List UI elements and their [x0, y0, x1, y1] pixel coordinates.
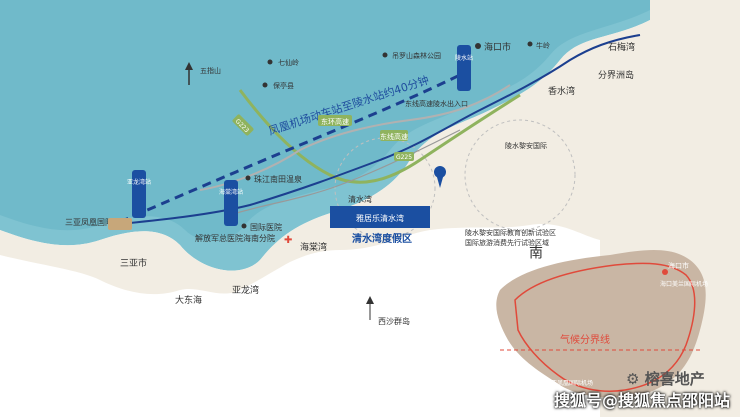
qixianling-label: 七仙岭 [278, 58, 299, 67]
station-a-label: 亚龙湾站 [127, 178, 151, 186]
haikou-top-label: 海口市 [484, 41, 511, 53]
inset-sanya-label: 三亚市 [520, 386, 538, 394]
watermark: 搜狐号@搜狐焦点邵阳站 [553, 391, 730, 410]
inset-sanya-airport-label: 三亚凤凰国际机场 [545, 379, 593, 387]
north-arrow [185, 62, 193, 85]
fenjie-island-label: 分界洲岛 [598, 69, 634, 81]
xiangshui-bay-label: 香水湾 [548, 85, 575, 97]
haitang-bay-label: 海棠湾 [300, 241, 327, 253]
brand-logo: ⚙ 榕喜地产 [626, 368, 705, 389]
east-line-label: 东线高速 [380, 132, 408, 141]
pla-hospital-label: 解放军总医院海南分院 [195, 233, 275, 243]
airport-icon [108, 218, 132, 230]
dadonghai-label: 大东海 [175, 294, 202, 306]
g225-tag [394, 152, 414, 161]
inset-rail-loop [514, 262, 696, 392]
g223-road [229, 129, 461, 216]
intl-hospital-marker [241, 223, 247, 229]
g225-label: G225 [396, 154, 412, 161]
climate-line-label: 气候分界线 [560, 333, 610, 346]
zone-circle-east [464, 119, 576, 231]
project-sign-label: 雅居乐清水湾 [356, 213, 404, 223]
qingshui-bay-label: 清水湾 [348, 194, 372, 204]
niuling-label: 牛岭 [536, 41, 550, 50]
station-badge-a[interactable]: 亚龙湾站 [127, 170, 151, 218]
project-location-pin[interactable] [434, 166, 446, 188]
zone-label-1: 陵水黎安国际 [505, 141, 547, 150]
diaoluo-label: 吊罗山森林公园 [392, 51, 441, 60]
qixianling-marker [267, 59, 273, 65]
ring-expressway-label: 东环高速 [321, 117, 349, 126]
station-c-label: 陵水站 [455, 54, 473, 62]
g223-tag [232, 114, 254, 136]
zhujiang-marker [245, 175, 251, 181]
inset-haikou-airport-label: 海口美兰国际机场 [660, 280, 708, 288]
inset-island [496, 250, 706, 398]
brand-name: 榕喜地产 [644, 370, 705, 388]
xisha-label: 西沙群岛 [378, 316, 410, 326]
ring-expressway-line [238, 89, 521, 184]
east-line-road [199, 84, 511, 191]
inset-haikou-marker [662, 269, 668, 275]
haikou-marker [475, 43, 481, 49]
sanya-city-label: 三亚市 [120, 257, 147, 269]
shiyu-bay-label: 石梅湾 [608, 41, 635, 53]
zone-desc-2: 国际旅游消费先行试验区域 [465, 238, 549, 247]
wuzhishan-label: 五指山 [200, 66, 221, 75]
zone-desc-1: 陵水黎安国际教育创新试验区 [465, 228, 556, 237]
zhujiang-label: 珠江南田温泉 [254, 174, 302, 184]
intl-hospital-label: 国际医院 [250, 222, 282, 232]
station-b-label: 海棠湾站 [219, 188, 243, 196]
niuling-marker [527, 41, 533, 47]
sanya-airport-label: 三亚凤凰国际机场 [65, 217, 129, 227]
baoting-label: 保亭县 [273, 81, 294, 90]
brand-icon: ⚙ [626, 370, 640, 388]
south-water [0, 223, 600, 417]
project-sign[interactable]: 雅居乐清水湾 [330, 206, 430, 228]
route-dashed-line [119, 68, 471, 224]
yalong-bay-label: 亚龙湾 [232, 284, 259, 296]
exit-label: 东线高速陵水出入口 [405, 99, 468, 108]
station-badge-b[interactable]: 海棠湾站 [219, 180, 243, 226]
baoting-marker [262, 82, 268, 88]
ring-expressway-tag [318, 115, 352, 126]
inset-map: 气候分界线 海口市 海口美兰国际机场 三亚凤凰国际机场 三亚市 [496, 250, 708, 398]
qingshui-resort-label: 清水湾度假区 [352, 232, 412, 245]
red-cross-icon: ✚ [284, 235, 292, 246]
diaoluo-marker [382, 52, 388, 58]
xisha-arrow-icon [366, 296, 374, 304]
inset-haikou-label: 海口市 [668, 261, 689, 270]
station-badge-c[interactable]: 陵水站 [455, 45, 473, 91]
east-line-tag [380, 130, 408, 141]
